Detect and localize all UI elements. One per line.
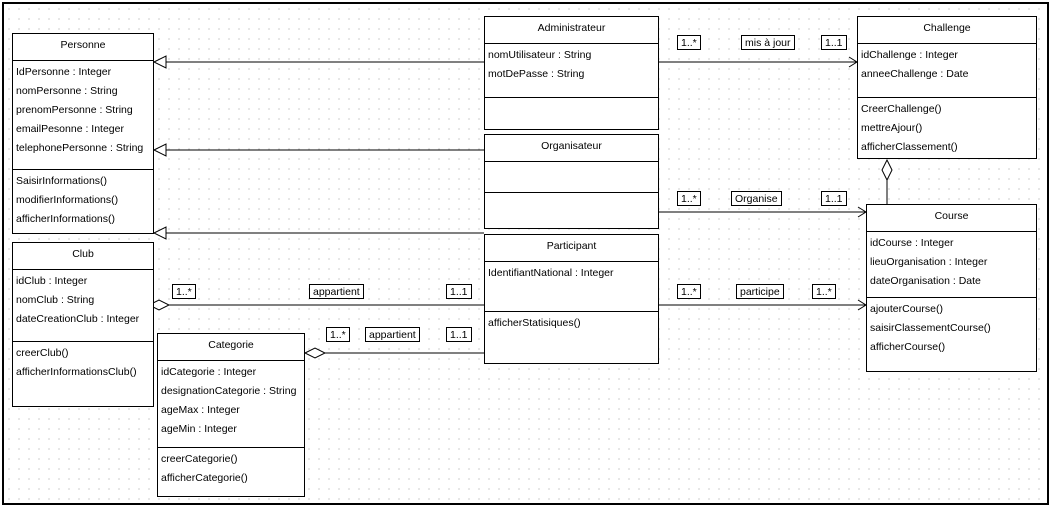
operation: afficherClassement() (861, 141, 958, 153)
class-name: Club (13, 243, 153, 270)
class-name: Administrateur (485, 17, 658, 44)
multiplicity-label: 1..* (812, 284, 836, 299)
generalization-arrowhead (152, 143, 167, 157)
multiplicity-label: 1..* (172, 284, 196, 299)
association-label: participe (736, 284, 784, 299)
operation: afficherInformationsClub() (16, 366, 137, 378)
attributes-section: idCategorie : Integer designationCategor… (158, 361, 304, 448)
attribute: idCategorie : Integer (161, 366, 257, 378)
attribute: nomUtilisateur : String (488, 49, 592, 61)
class-name: Personne (13, 34, 153, 61)
operations-section: SaisirInformations() modifierInformation… (13, 170, 153, 232)
operation: ajouterCourse() (870, 303, 943, 315)
operations-section (485, 193, 658, 198)
attribute: nomPersonne : String (16, 85, 118, 97)
attribute: dateOrganisation : Date (870, 275, 981, 287)
operation: CreerChallenge() (861, 103, 942, 115)
operations-section: creerCategorie() afficherCategorie() (158, 448, 304, 491)
attributes-section: idClub : Integer nomClub : String dateCr… (13, 270, 153, 342)
attributes-section (485, 162, 658, 193)
multiplicity-label: 1..1 (821, 191, 847, 206)
association-label: mis à jour (741, 35, 795, 50)
association-label: appartient (365, 327, 420, 342)
aggregation-diamond (881, 158, 893, 182)
attribute: dateCreationClub : Integer (16, 313, 140, 325)
class-name: Participant (485, 235, 658, 262)
attribute: ageMax : Integer (161, 404, 240, 416)
attribute: designationCategorie : String (161, 385, 297, 397)
operation: modifierInformations() (16, 194, 119, 206)
operations-section: ajouterCourse() saisirClassementCourse()… (867, 298, 1036, 360)
operation: creerClub() (16, 347, 69, 359)
class-participant[interactable]: Participant IdentifiantNational : Intege… (484, 234, 659, 364)
class-name: Organisateur (485, 135, 658, 162)
operations-section (485, 98, 658, 103)
attribute: ageMin : Integer (161, 423, 237, 435)
attribute: prenomPersonne : String (16, 104, 133, 116)
operation: SaisirInformations() (16, 175, 108, 187)
attribute: telephonePersonne : String (16, 142, 144, 154)
class-personne[interactable]: Personne IdPersonne : Integer nomPersonn… (12, 33, 154, 234)
attribute: motDePasse : String (488, 68, 585, 80)
operation: mettreAjour() (861, 122, 923, 134)
association-label: Organise (731, 191, 782, 206)
class-administrateur[interactable]: Administrateur nomUtilisateur : String m… (484, 16, 659, 130)
attribute: idCourse : Integer (870, 237, 954, 249)
operation: afficherInformations() (16, 213, 116, 225)
attribute: IdentifiantNational : Integer (488, 267, 614, 279)
attributes-section: IdPersonne : Integer nomPersonne : Strin… (13, 61, 153, 170)
attributes-section: idCourse : Integer lieuOrganisation : In… (867, 232, 1036, 298)
operation: afficherCategorie() (161, 472, 248, 484)
class-name: Categorie (158, 334, 304, 361)
generalization-arrowhead (152, 226, 167, 240)
attributes-section: idChallenge : Integer anneeChallenge : D… (858, 44, 1036, 98)
attribute: idClub : Integer (16, 275, 88, 287)
attribute: emailPesonne : Integer (16, 123, 124, 135)
operation: saisirClassementCourse() (870, 322, 991, 334)
class-categorie[interactable]: Categorie idCategorie : Integer designat… (157, 333, 305, 497)
operation: afficherCourse() (870, 341, 946, 353)
attribute: IdPersonne : Integer (16, 66, 112, 78)
class-course[interactable]: Course idCourse : Integer lieuOrganisati… (866, 204, 1037, 372)
operations-section: creerClub() afficherInformationsClub() (13, 342, 153, 385)
association-label: appartient (309, 284, 364, 299)
class-name: Course (867, 205, 1036, 232)
multiplicity-label: 1..1 (446, 284, 472, 299)
attribute: anneeChallenge : Date (861, 68, 969, 80)
class-club[interactable]: Club idClub : Integer nomClub : String d… (12, 242, 154, 407)
multiplicity-label: 1..1 (446, 327, 472, 342)
multiplicity-label: 1..* (677, 284, 701, 299)
operations-section: afficherStatisiques() (485, 312, 658, 336)
operation: creerCategorie() (161, 453, 238, 465)
attributes-section: IdentifiantNational : Integer (485, 262, 658, 312)
operations-section: CreerChallenge() mettreAjour() afficherC… (858, 98, 1036, 160)
multiplicity-label: 1..* (326, 327, 350, 342)
multiplicity-label: 1..* (677, 191, 701, 206)
attribute: lieuOrganisation : Integer (870, 256, 988, 268)
multiplicity-label: 1..1 (821, 35, 847, 50)
attributes-section: nomUtilisateur : String motDePasse : Str… (485, 44, 658, 98)
generalization-arrowhead (152, 55, 167, 69)
aggregation-diamond (147, 299, 171, 311)
operation: afficherStatisiques() (488, 317, 581, 329)
class-name: Challenge (858, 17, 1036, 44)
aggregation-diamond (303, 347, 327, 359)
class-organisateur[interactable]: Organisateur (484, 134, 659, 229)
multiplicity-label: 1..* (677, 35, 701, 50)
attribute: idChallenge : Integer (861, 49, 958, 61)
attribute: nomClub : String (16, 294, 95, 306)
class-challenge[interactable]: Challenge idChallenge : Integer anneeCha… (857, 16, 1037, 159)
